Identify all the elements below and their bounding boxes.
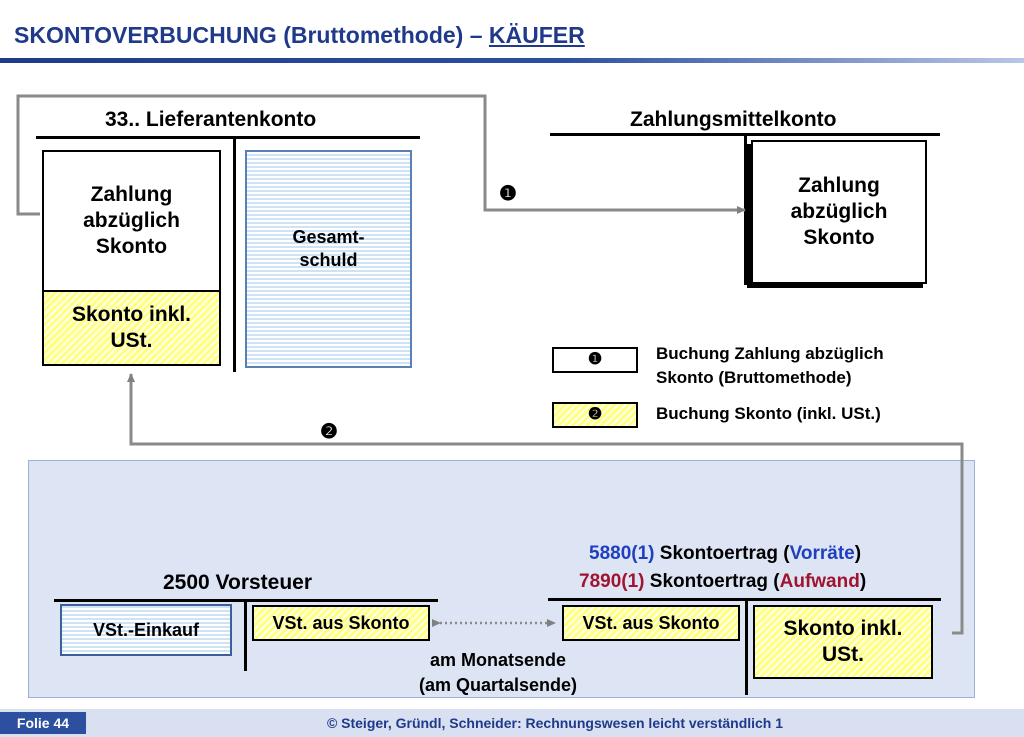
vorsteuer-t-stem [244,599,247,671]
lieferantenkonto-t-stem [233,136,236,372]
lieferantenkonto-zahlung-box: Zahlung abzüglich Skonto [42,150,221,292]
vst-aus-skonto-left-box: VSt. aus Skonto [252,605,430,641]
title-rule [0,58,1024,63]
lieferantenkonto-skonto-box: Skonto inkl. USt. [42,290,221,366]
skontoertrag-skonto-box: Skonto inkl. USt. [753,605,933,679]
skontoertrag-t-stem [745,598,748,695]
vst-einkauf-box: VSt.-Einkauf [60,604,232,656]
arrow-zahlung [16,94,746,216]
title-underlined: KÄUFER [488,22,585,48]
skontoertrag-line1: 5880(1) Skontoertrag (Vorräte) [589,543,862,564]
legend-marker-one-box: ❶ [552,347,638,373]
footer-copyright: © Steiger, Gründl, Schneider: Rechnungsw… [326,715,784,731]
zahlungsmittelkonto-heading: Zahlungsmittelkonto [630,108,837,131]
legend-text-two: Buchung Skonto (inkl. USt.) [656,404,881,423]
zahlungsmittelkonto-zahlung-box: Zahlung abzüglich Skonto [751,140,927,284]
monatsende-note: am Monatsende (am Quartalsende) [418,650,578,695]
vst-aus-skonto-right-box: VSt. aus Skonto [562,605,740,641]
skontoertrag-line2: 7890(1) Skontoertrag (Aufwand) [579,571,867,592]
page-title: SKONTOVERBUCHUNG (Bruttomethode) – KÄUFE… [14,22,585,48]
vorsteuer-heading: 2500 Vorsteuer [163,571,313,594]
slide-number: Folie 44 [0,712,86,734]
legend-marker-two-box: ❷ [552,402,638,428]
marker-one: ❶ [499,183,517,205]
gesamtschuld-box: Gesamt-schuld [245,150,412,368]
legend-text-one: Buchung Zahlung abzüglich Skonto (Brutto… [656,344,884,387]
arrow-skonto [127,373,964,635]
lieferantenkonto-heading: 33.. Lieferantenkonto [105,108,317,131]
lieferantenkonto-t-top [36,136,420,139]
footer-bar [0,709,1024,737]
marker-two: ❷ [320,421,338,443]
skontoertrag-t-top [548,598,941,601]
